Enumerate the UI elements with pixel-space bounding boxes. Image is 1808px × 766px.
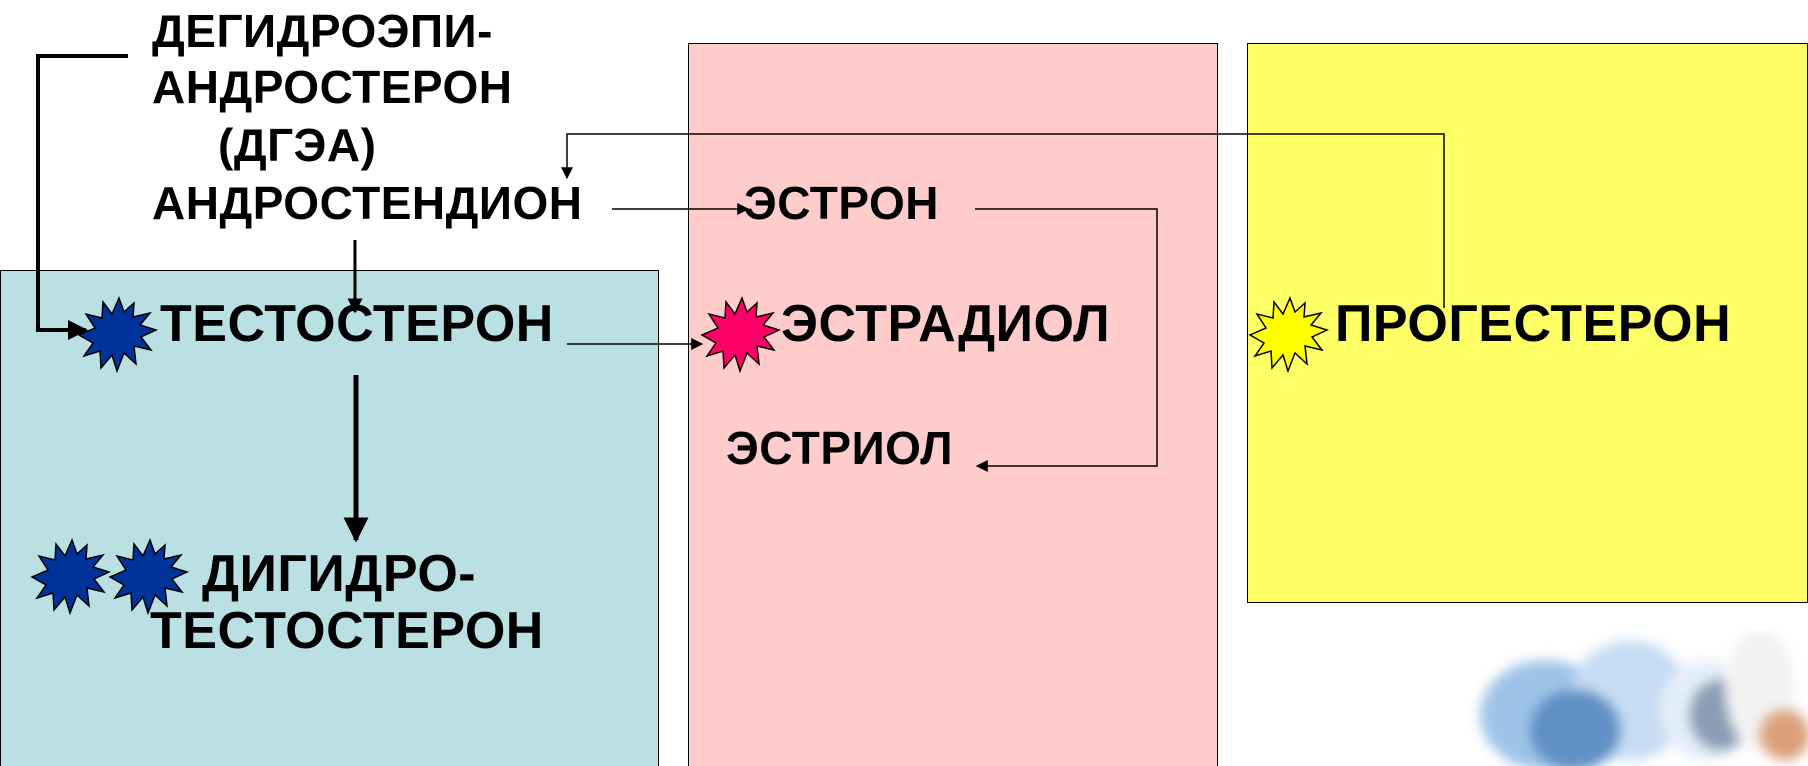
testosterone-label: ТЕСТОСТЕРОН (160, 295, 554, 353)
dhea-label-abbreviation: (ДГЭА) (218, 119, 377, 171)
estradiol-label: ЭСТРАДИОЛ (781, 295, 1111, 353)
dhea-label-line1: ДЕГИДРОЭПИ- (152, 5, 493, 57)
arrow-estrone-to-estriol (975, 208, 1158, 472)
androstenedione-label: АНДРОСТЕНДИОН (152, 177, 583, 229)
arrow-dhea-to-testosterone (36, 54, 128, 340)
estriol-label: ЭСТРИОЛ (726, 422, 954, 474)
dht-star-icon-1 (30, 537, 112, 616)
dht-star-icon-2 (108, 537, 190, 616)
progestins-box (1247, 43, 1808, 603)
estrone-label: ЭСТРОН (744, 177, 939, 229)
testosterone-star-icon (77, 295, 159, 374)
progesterone-label: ПРОГЕСТЕРОН (1335, 295, 1732, 353)
progesterone-star-icon (1248, 295, 1330, 374)
dhea-label-line2: АНДРОСТЕРОН (152, 61, 513, 113)
dihydrotestosterone-label-line1: ДИГИДРО- (202, 545, 477, 603)
laboratory-photo-decoration (1460, 630, 1808, 766)
arrow-progesterone-to-androstenedione (561, 133, 1445, 308)
dihydrotestosterone-label-line2: ТЕСТОСТЕРОН (150, 602, 544, 660)
estradiol-star-icon (700, 295, 782, 374)
estrogens-box (688, 43, 1218, 766)
